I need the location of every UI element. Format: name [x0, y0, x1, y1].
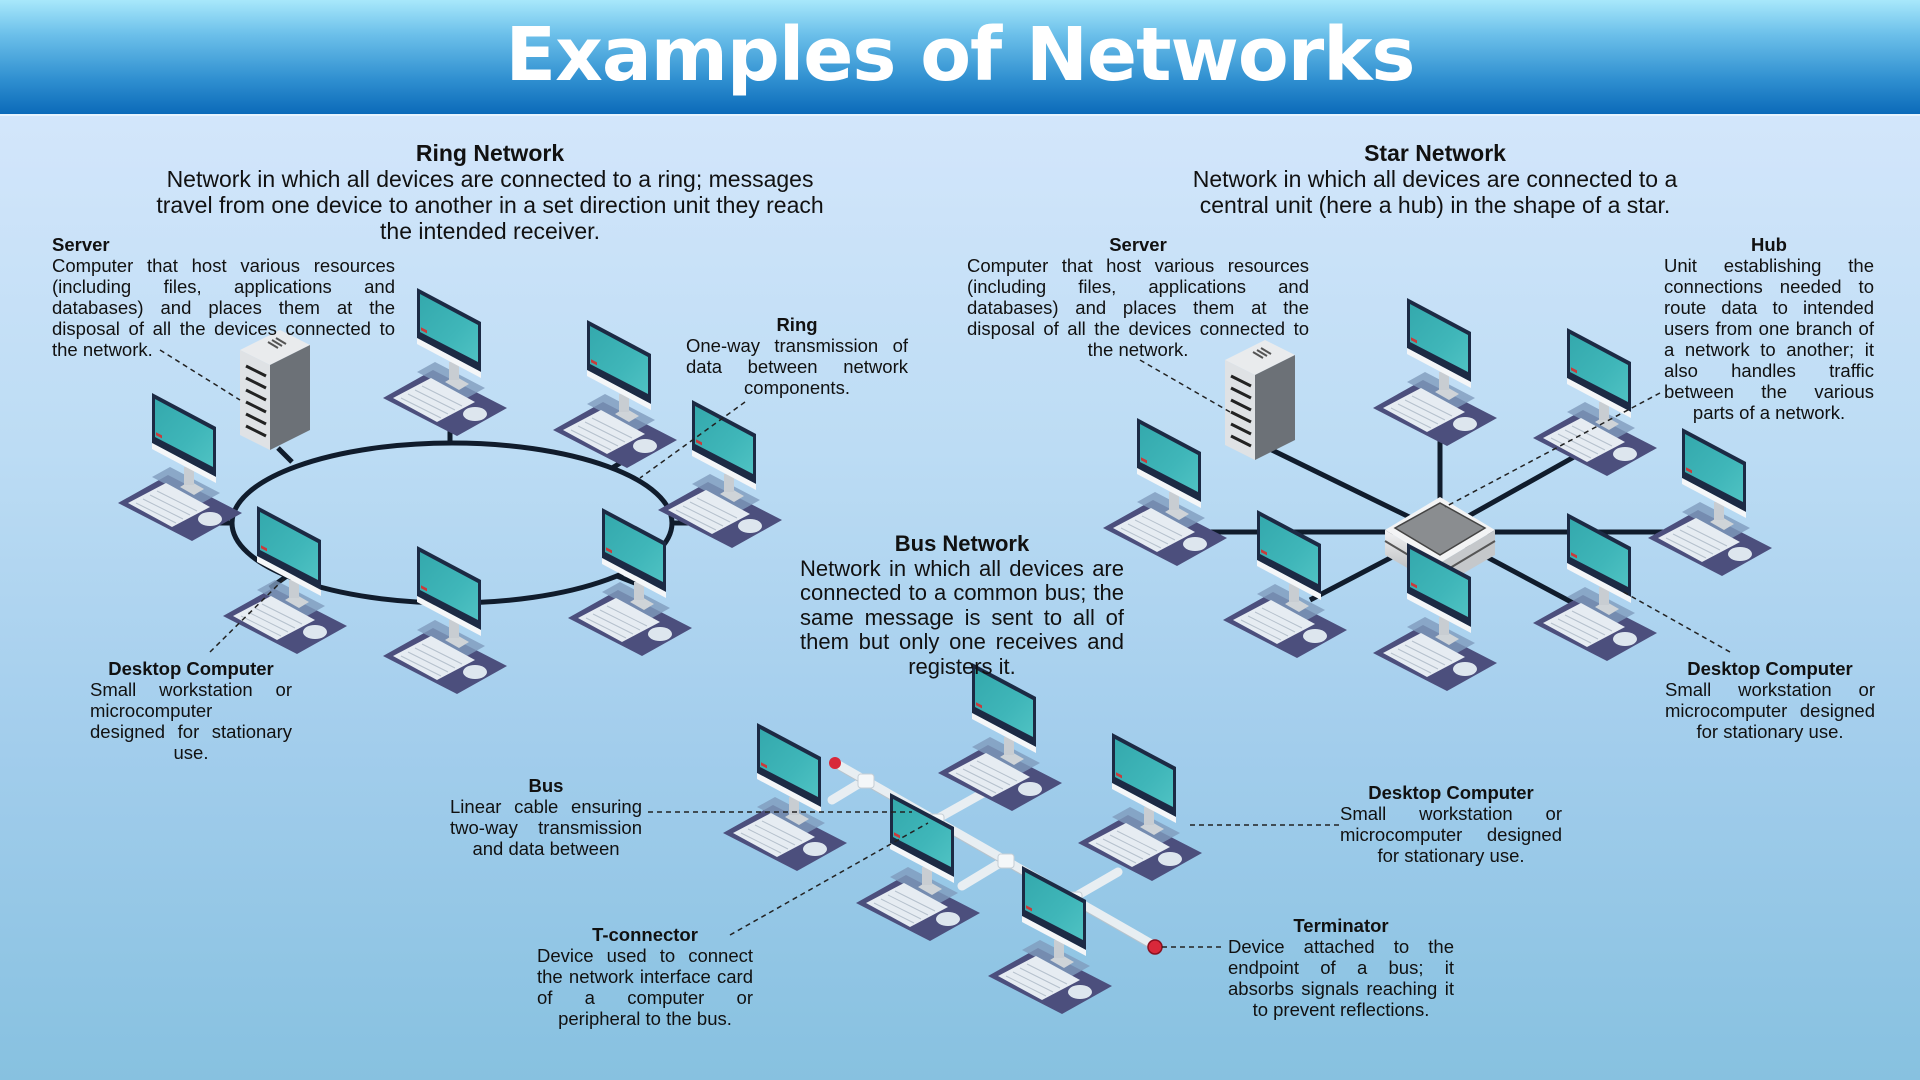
bus-network-header: Bus Network Network in which all devices… [800, 531, 1124, 679]
ring-desktop-label-title: Desktop Computer [108, 658, 274, 679]
bus-bus-label-title: Bus [528, 775, 564, 796]
ring-ring-label-title: Ring [776, 314, 818, 335]
star-hub-label: Hub Unit establishing the connections ne… [1664, 234, 1874, 423]
ring-network-description: Network in which all devices are connect… [156, 166, 824, 244]
star-computer [1532, 327, 1658, 477]
ring-server-label: Server Computer that host various resour… [52, 234, 395, 360]
bus-terminator-label-text: Device attached to the endpoint of a bus… [1228, 936, 1454, 1020]
ring-leader-lines [159, 349, 746, 653]
terminator-start [829, 757, 841, 769]
star-computer [1532, 512, 1658, 662]
star-desktop-label-title: Desktop Computer [1687, 658, 1853, 679]
ring-computer [657, 399, 783, 549]
star-hub-label-text: Unit establishing the connections needed… [1664, 255, 1874, 423]
page-title: Examples of Networks [505, 12, 1416, 98]
star-computer [1372, 297, 1498, 447]
star-leader-lines [1139, 359, 1731, 653]
bus-tconnector-label-title: T-connector [592, 924, 698, 945]
ring-ring-label: Ring One-way transmission of data betwee… [686, 314, 908, 398]
star-server-label-text: Computer that host various resources (in… [967, 255, 1309, 360]
terminator-end [1147, 939, 1163, 955]
bus-desktop-label-text: Small workstation or microcomputer desig… [1340, 803, 1562, 866]
bus-computer [937, 662, 1063, 812]
ring-network [117, 287, 783, 695]
bus-computer [855, 792, 981, 942]
star-computer [1647, 427, 1773, 577]
ring-server [240, 330, 310, 450]
ring-computer [117, 392, 243, 542]
ring-desktop-label: Desktop Computer Small workstation or mi… [90, 658, 292, 763]
bus-tconnector-label-text: Device used to connect the network inter… [537, 945, 753, 1029]
star-network-description: Network in which all devices are connect… [1192, 166, 1678, 218]
star-server-label: Server Computer that host various resour… [967, 234, 1309, 360]
star-computer [1372, 542, 1498, 692]
bus-bus-label: Bus Linear cable ensuring two-way transm… [450, 775, 642, 859]
ring-server-label-title: Server [52, 234, 110, 255]
bus-desktop-label: Desktop Computer Small workstation or mi… [1340, 782, 1562, 866]
bus-desktop-label-title: Desktop Computer [1368, 782, 1534, 803]
star-server-label-title: Server [1109, 234, 1167, 255]
bus-network [648, 662, 1340, 1015]
star-desktop-label: Desktop Computer Small workstation or mi… [1665, 658, 1875, 742]
ring-desktop-label-text: Small workstation or microcomputer desig… [90, 679, 292, 763]
bus-leader-lines [648, 811, 1340, 948]
bus-computer [1077, 732, 1203, 882]
ring-network-title: Ring Network [415, 140, 565, 166]
star-network-header: Star Network Network in which all device… [1170, 140, 1700, 218]
bus-terminator-label-title: Terminator [1293, 915, 1389, 936]
star-network [1102, 297, 1773, 692]
star-hub-label-title: Hub [1751, 234, 1787, 255]
bus-network-description: Network in which all devices are connect… [800, 555, 1124, 679]
star-server [1225, 340, 1295, 460]
star-network-title: Star Network [1364, 140, 1506, 166]
title-banner: Examples of Networks [0, 0, 1920, 116]
ring-ring-label-text: One-way transmission of data between net… [686, 335, 908, 398]
bus-network-title: Bus Network [894, 531, 1030, 556]
ring-server-label-text: Computer that host various resources (in… [52, 255, 395, 360]
bus-computer [722, 722, 848, 872]
bus-terminator-label: Terminator Device attached to the endpoi… [1228, 915, 1454, 1020]
ring-network-header: Ring Network Network in which all device… [140, 140, 840, 244]
ring-computer [552, 319, 678, 469]
bus-tconnector-label: T-connector Device used to connect the n… [537, 924, 753, 1029]
ring-computer [382, 545, 508, 695]
star-desktop-label-text: Small workstation or microcomputer desig… [1665, 679, 1875, 742]
ring-computer [382, 287, 508, 437]
bus-bus-label-text: Linear cable ensuring two-way transmissi… [450, 796, 642, 859]
